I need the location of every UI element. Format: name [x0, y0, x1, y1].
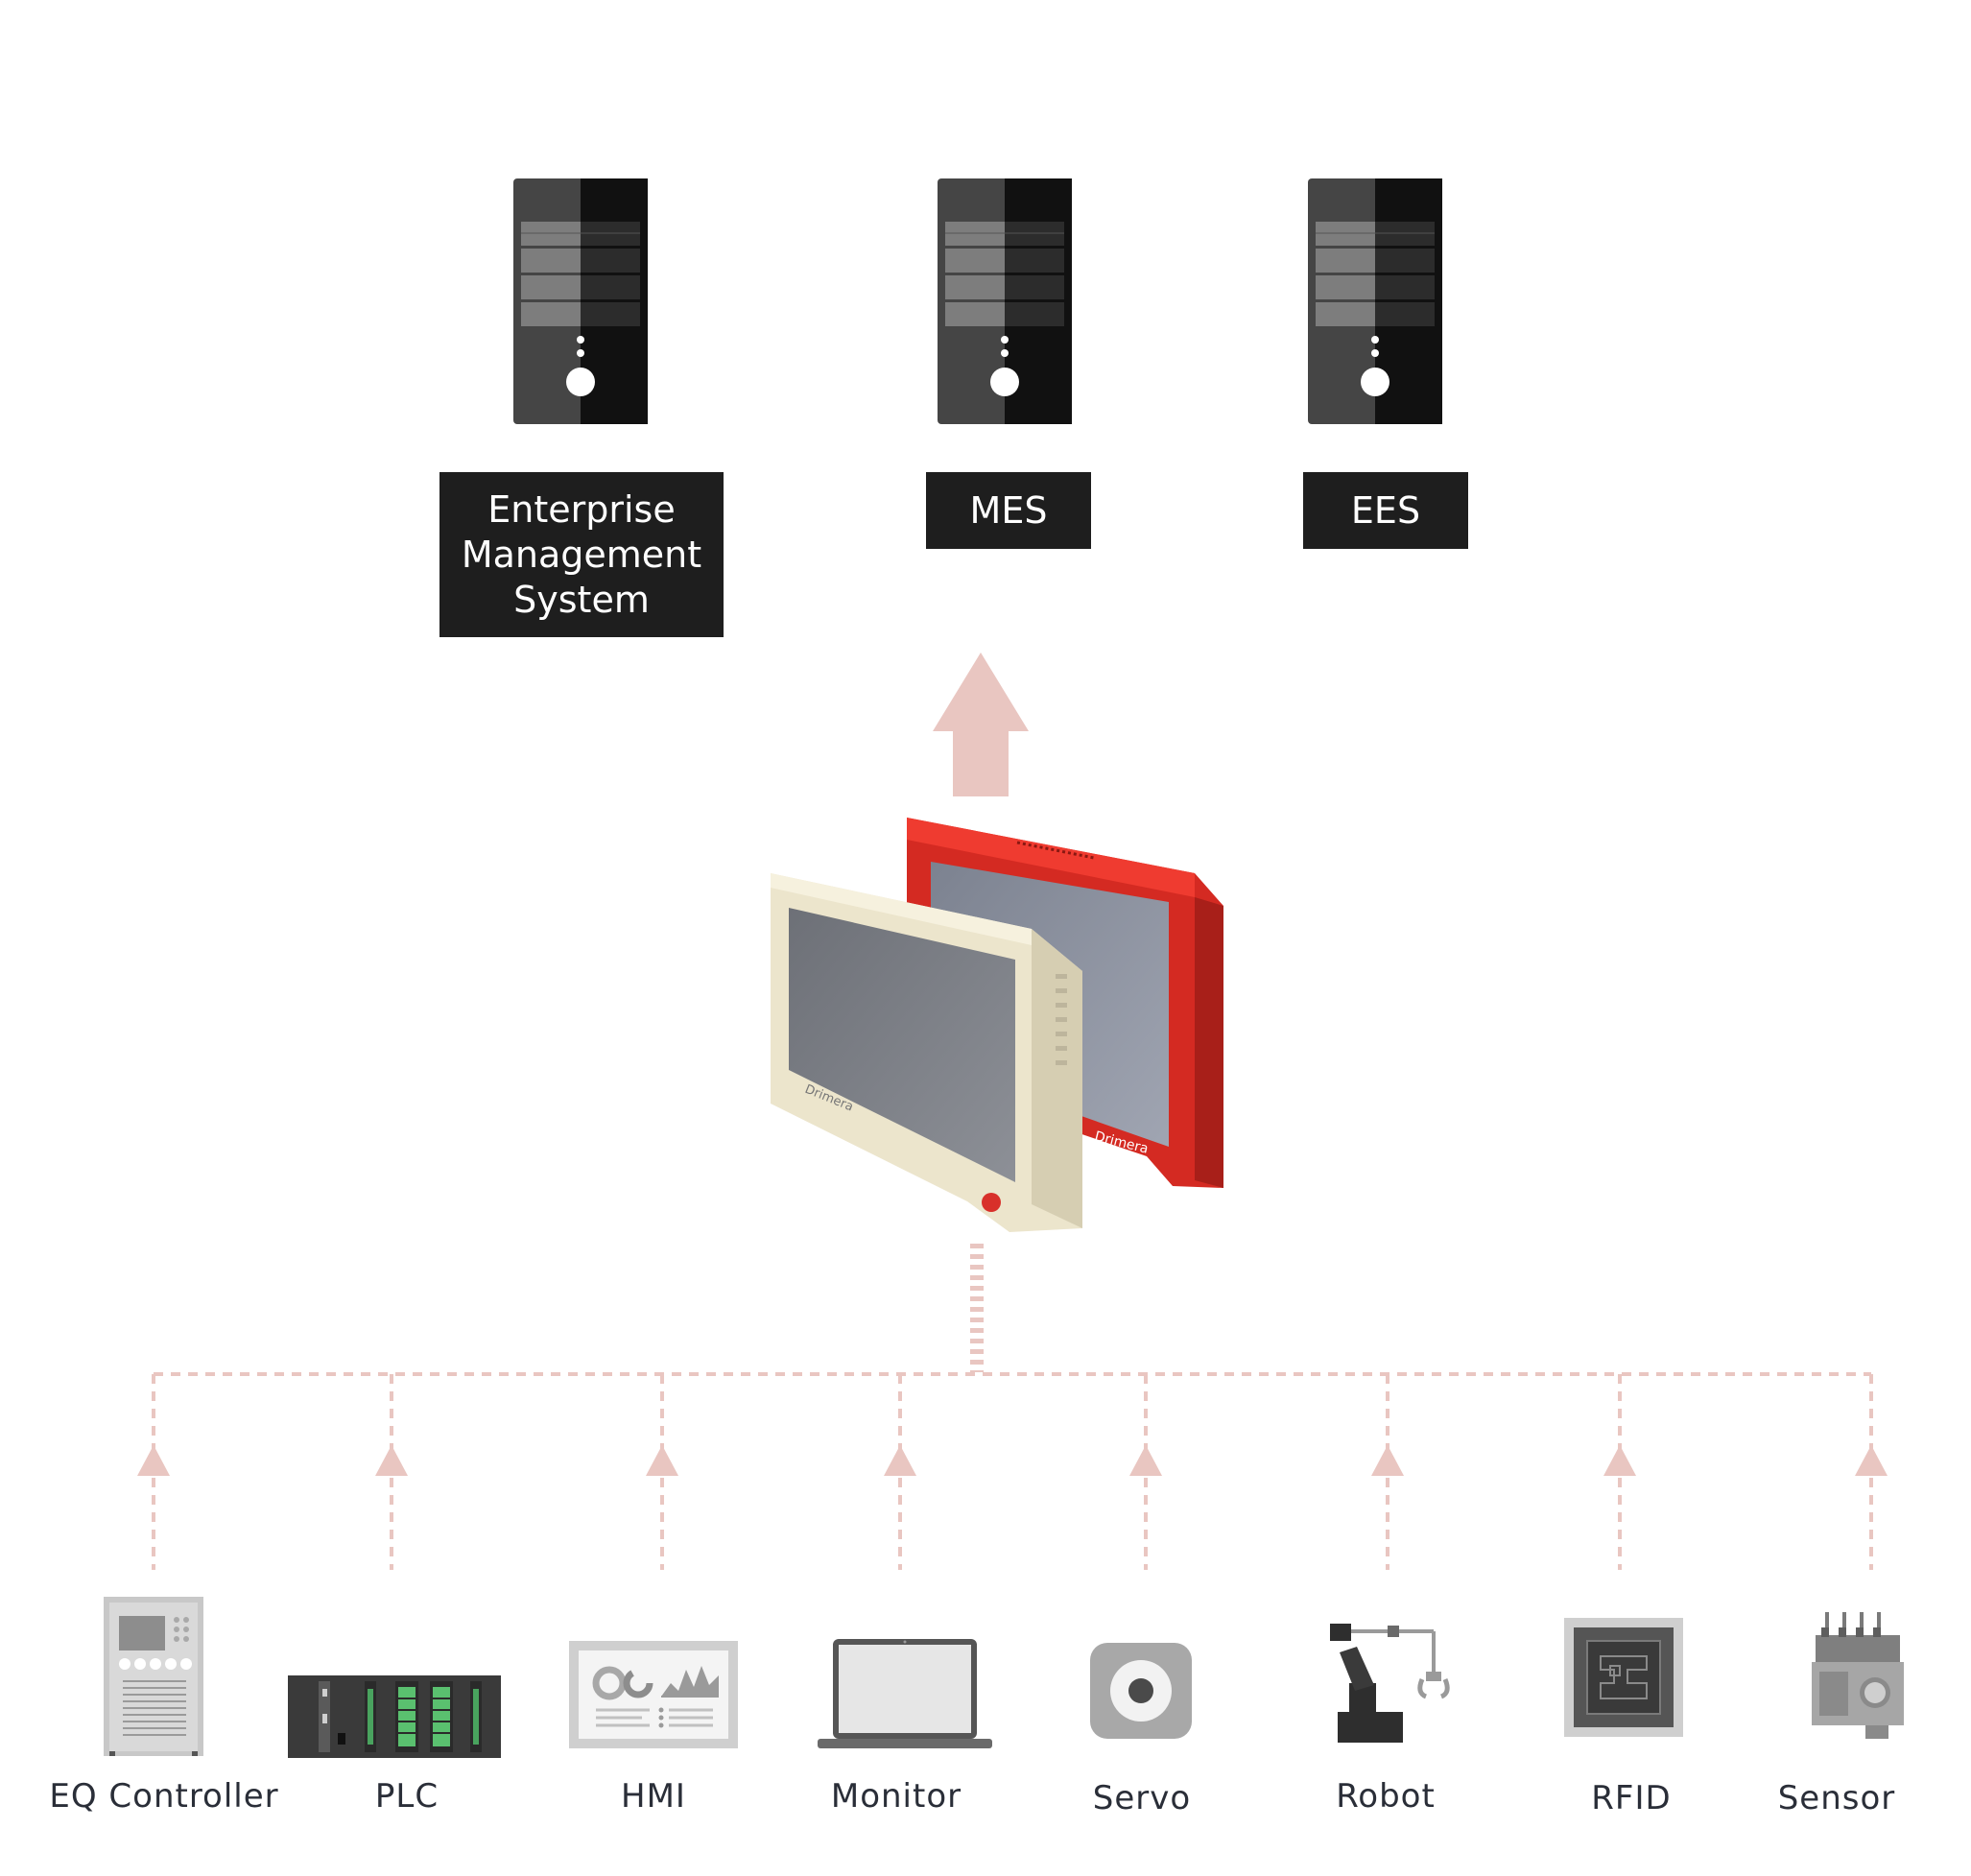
- server-label-line: Management: [461, 533, 702, 576]
- hmi-icon: [569, 1641, 738, 1748]
- device-label-monitor: Monitor: [830, 1777, 962, 1816]
- server-label-enterprise-management-system: Enterprise Management System: [439, 472, 724, 637]
- server-tower-icon: [513, 178, 648, 424]
- arrowhead-up-icon: [646, 1445, 678, 1476]
- laptop-monitor-icon: [818, 1639, 992, 1748]
- server-tower-icon: [938, 178, 1072, 424]
- device-label-sensor: Sensor: [1777, 1779, 1896, 1817]
- arrowhead-up-icon: [1371, 1445, 1404, 1476]
- eq-controller-icon: [104, 1597, 203, 1756]
- upload-arrow-icon: [933, 653, 1029, 796]
- arrowhead-up-icon: [884, 1445, 916, 1476]
- arrowhead-up-icon: [1855, 1445, 1888, 1476]
- server-tower-icon: [1308, 178, 1442, 424]
- device-label-eq-controller: EQ Controller: [49, 1777, 279, 1816]
- server-label-mes: MES: [926, 472, 1091, 549]
- server-label-line: EES: [1350, 488, 1421, 532]
- arrowhead-up-icon: [1603, 1445, 1636, 1476]
- robot-arm-icon: [1330, 1624, 1450, 1743]
- server-label-line: MES: [969, 488, 1048, 532]
- rfid-chip-icon: [1564, 1618, 1683, 1737]
- sensor-icon: [1812, 1612, 1904, 1739]
- industrial-panel-pc-icon: Drimera Drimera: [771, 818, 1223, 1232]
- server-label-line: System: [513, 578, 650, 621]
- arrowhead-up-icon: [137, 1445, 170, 1476]
- device-label-plc: PLC: [374, 1777, 439, 1816]
- device-label-robot: Robot: [1336, 1777, 1436, 1816]
- connector-lines: [154, 1244, 1871, 1376]
- arrowhead-up-icon: [375, 1445, 408, 1476]
- device-label-rfid: RFID: [1591, 1779, 1672, 1817]
- device-label-hmi: HMI: [621, 1777, 686, 1816]
- server-label-ees: EES: [1303, 472, 1468, 549]
- plc-icon: [288, 1675, 501, 1758]
- device-label-servo: Servo: [1092, 1779, 1192, 1817]
- server-label-line: Enterprise: [487, 487, 676, 531]
- servo-icon: [1090, 1643, 1192, 1739]
- arrowhead-up-icon: [1129, 1445, 1162, 1476]
